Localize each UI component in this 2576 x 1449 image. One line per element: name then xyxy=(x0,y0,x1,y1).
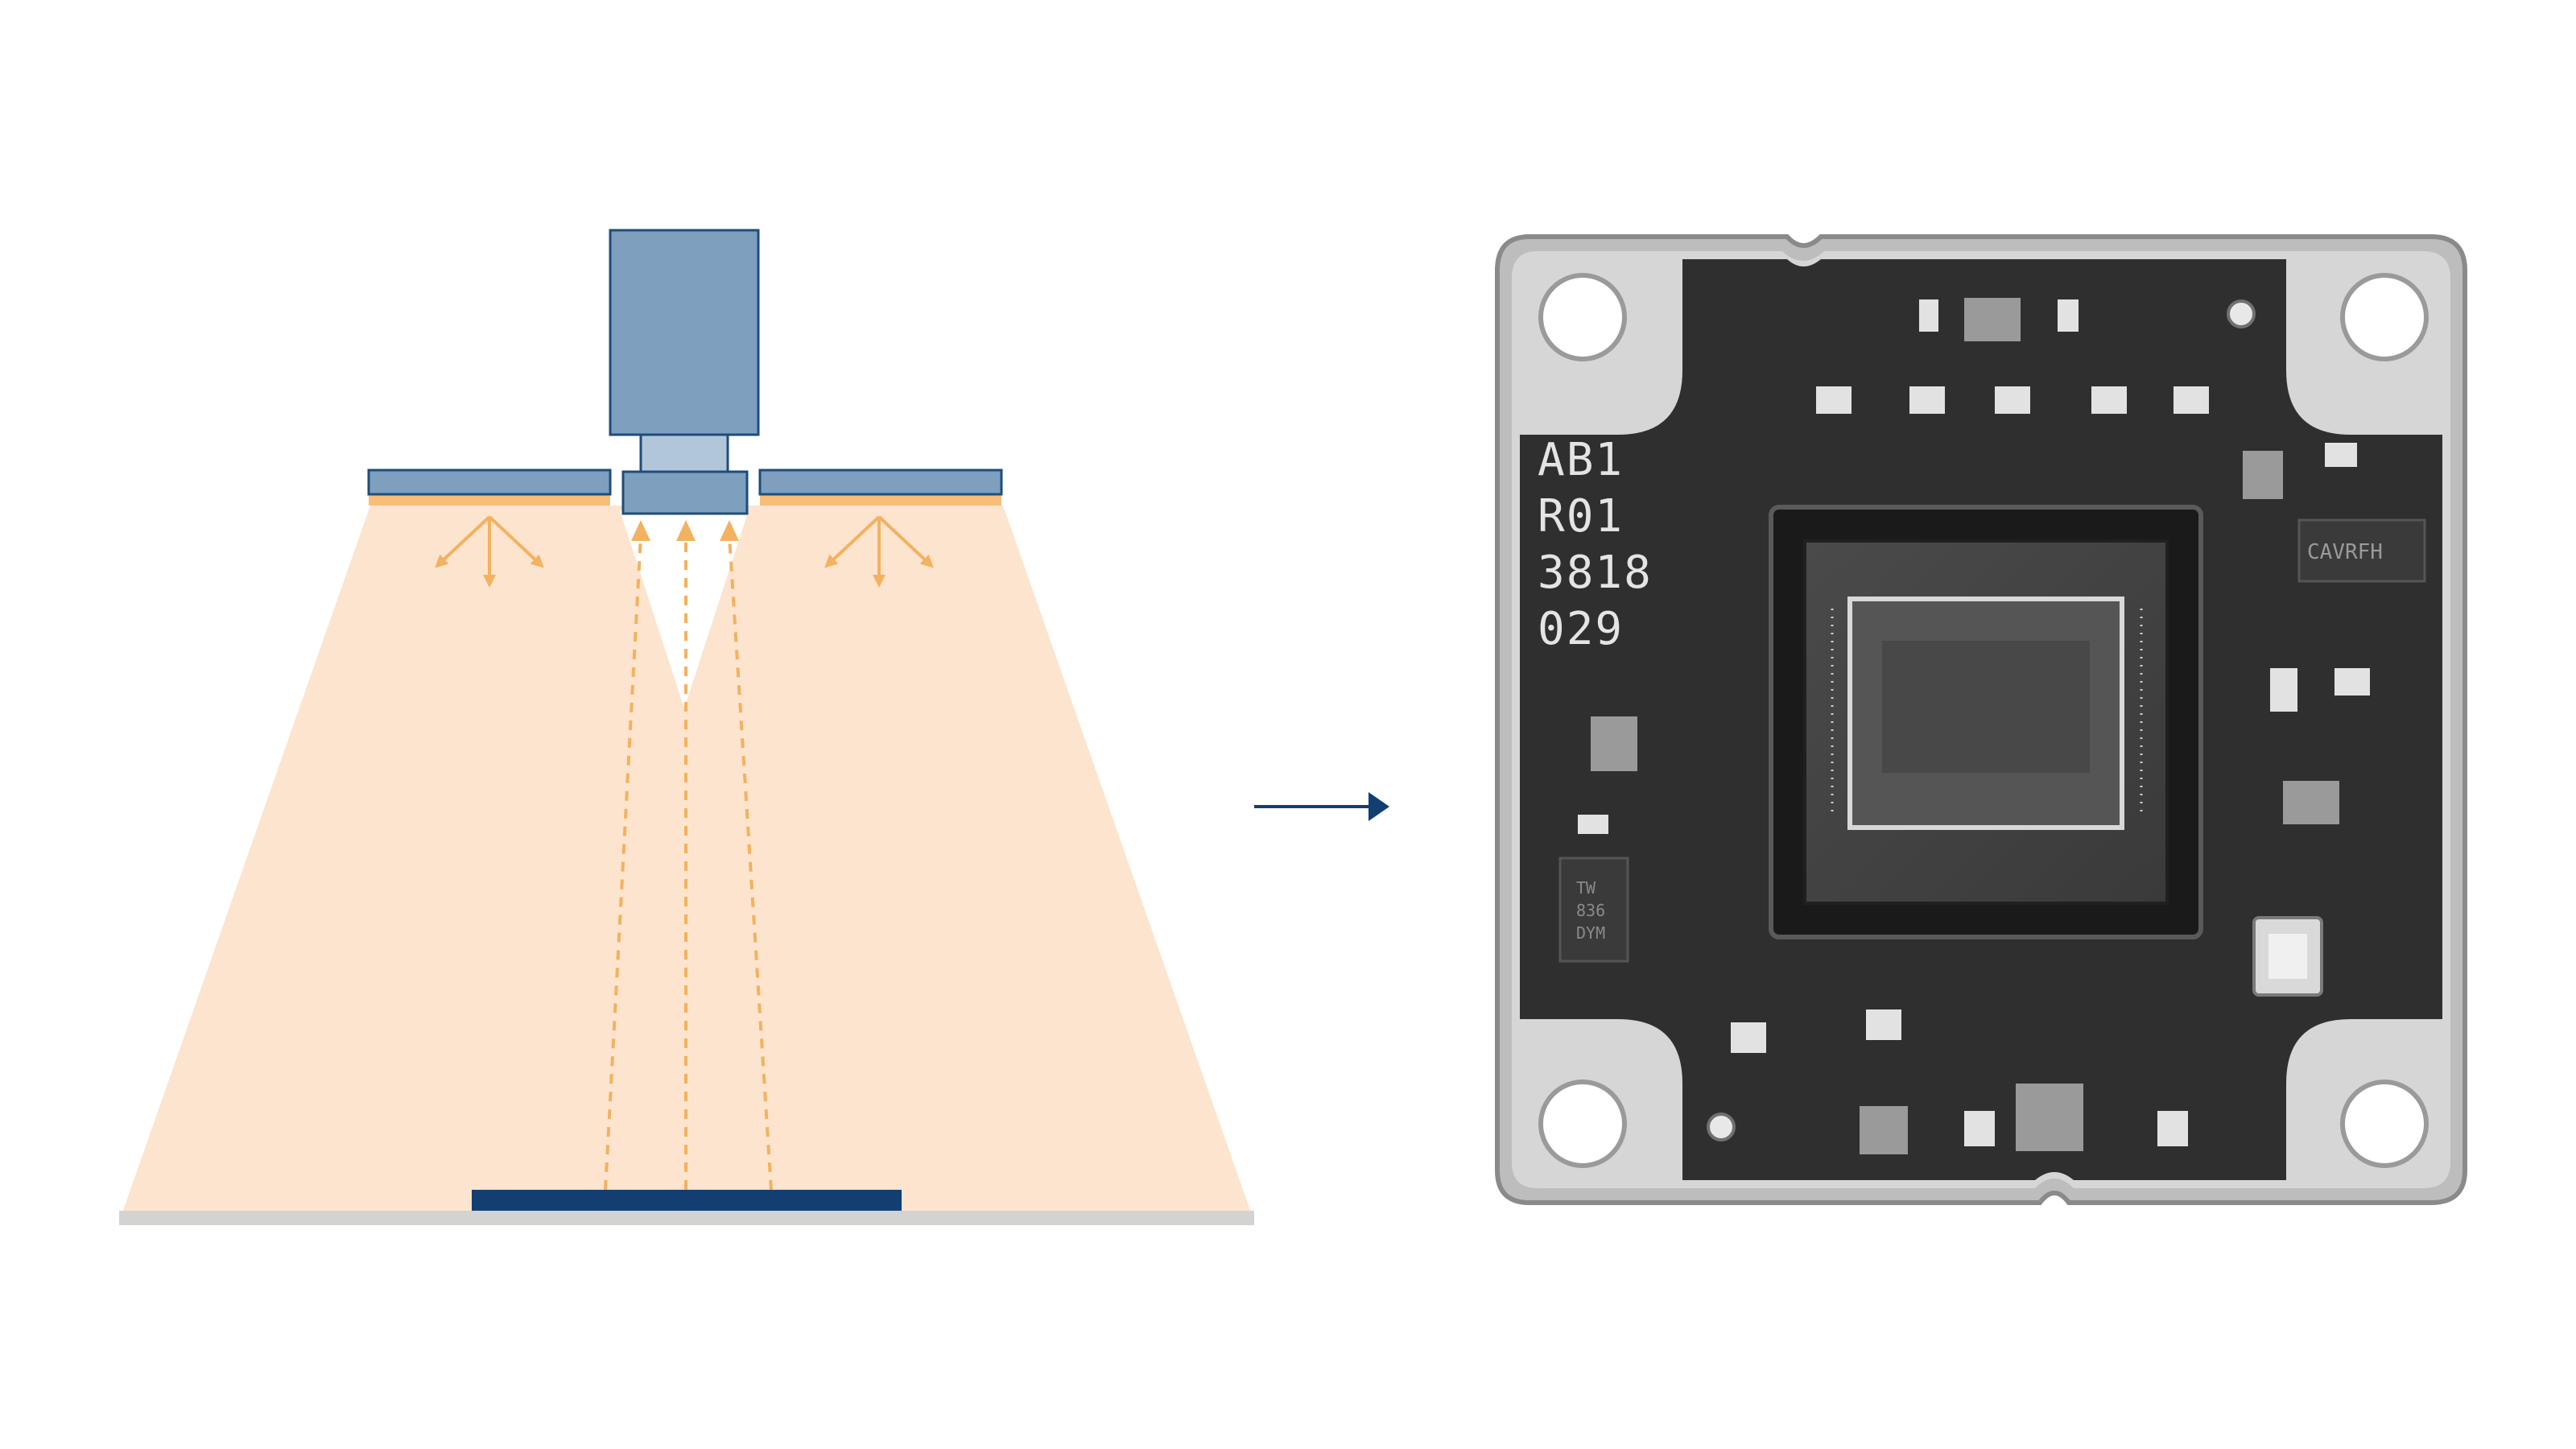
board-marking: AB1 R01 3818 029 xyxy=(1538,434,1653,655)
light-strip-left xyxy=(369,494,610,506)
chip-left xyxy=(1558,857,1629,963)
ray-arrowheads xyxy=(631,520,739,541)
ground-surface xyxy=(119,1211,1254,1225)
camera-body xyxy=(609,229,760,436)
light-panel-left xyxy=(367,469,612,496)
small-holes xyxy=(1707,299,2256,1141)
reflected-rays xyxy=(604,535,773,1191)
process-arrow xyxy=(1254,792,1389,821)
marking-line-4: 029 xyxy=(1538,603,1624,655)
marking-line-2: R01 xyxy=(1538,490,1624,543)
emission-arrows-left xyxy=(435,515,544,588)
chip-left-line-1: TW xyxy=(1576,878,1596,898)
chip-left-line-2: 836 xyxy=(1576,901,1605,920)
light-panel-right xyxy=(758,469,1003,496)
illumination-diagram xyxy=(119,229,1254,1225)
image-sensor xyxy=(1769,505,2203,939)
marking-line-1: AB1 xyxy=(1538,434,1624,486)
mounting-holes xyxy=(1538,273,2429,1168)
camera-lens xyxy=(639,433,729,473)
emission-arrows-right xyxy=(824,515,934,588)
inspection-target xyxy=(472,1190,902,1211)
light-strip-right xyxy=(760,494,1001,506)
chip-right-label: CAVRFH xyxy=(2307,540,2383,564)
marking-line-3: 3818 xyxy=(1538,547,1653,599)
chip-right xyxy=(2297,518,2426,583)
chip-left-line-3: DYM xyxy=(1576,923,1605,943)
camera-view-cone xyxy=(620,510,749,708)
smd-components: TW 836 DYM CAVRFH xyxy=(1558,298,2426,1154)
camera-board: AB1 R01 3818 029 xyxy=(1495,234,2467,1205)
camera-front-element xyxy=(621,470,749,515)
